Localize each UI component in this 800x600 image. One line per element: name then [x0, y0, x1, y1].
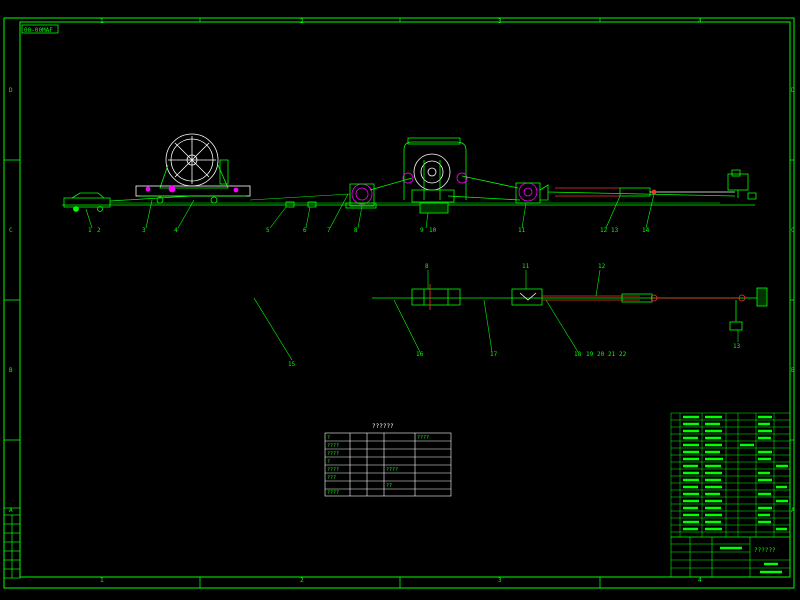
col-mark-bottom-2: 2	[300, 577, 304, 584]
row-mark-right-b: B	[791, 367, 795, 374]
revision-strip	[3, 507, 21, 579]
callout-3: 3	[142, 227, 146, 234]
row-mark-left-b: B	[9, 367, 13, 374]
row-mark-right-d: D	[791, 87, 795, 94]
outer-frame	[3, 17, 795, 589]
row-mark-left-d: D	[9, 87, 13, 94]
upper-callouts: 1 2 3 4 5 6 7 8 9 10 11 12 13 14	[88, 227, 650, 234]
inner-frame	[19, 21, 791, 578]
callout-6: 6	[303, 227, 307, 234]
lower-callout-16: 16	[416, 351, 424, 358]
lower-callout-13: 13	[733, 343, 741, 350]
lower-callout-12: 12	[598, 263, 606, 270]
row-mark-right-c: C	[791, 227, 795, 234]
zone-marks: 1 2 3 4 1 2 3 4 D C B A D C B A	[9, 18, 795, 584]
spec-r2-c0: ????	[327, 451, 339, 457]
lower-callout-11: 11	[522, 263, 530, 270]
callout-15: 15	[288, 361, 296, 368]
spec-r3-c0: ?	[327, 459, 330, 465]
lower-callout-21: 21	[608, 351, 616, 358]
callout-1: 1	[88, 227, 92, 234]
col-mark-bottom-1: 1	[100, 577, 104, 584]
row-mark-left-c: C	[9, 227, 13, 234]
title-block-name: ??????	[754, 547, 776, 554]
lower-callout-8: 8	[425, 263, 429, 270]
spec-r5-c0: ???	[327, 475, 336, 481]
spec-table-title: ??????	[372, 423, 394, 430]
lower-callout-18: 18	[574, 351, 582, 358]
spec-r6-c2: ??	[386, 483, 392, 489]
spec-r7-c0: ????	[327, 490, 339, 496]
lower-callout-20: 20	[597, 351, 605, 358]
callout-5: 5	[266, 227, 270, 234]
code-box	[21, 24, 59, 34]
callout-11: 11	[518, 227, 526, 234]
upper-leaders	[85, 193, 655, 229]
col-mark-bottom-3: 3	[498, 577, 502, 584]
lower-leaders	[253, 269, 739, 361]
spec-r0-c0: ?	[327, 435, 330, 441]
callout-8: 8	[354, 227, 358, 234]
col-mark-top-2: 2	[300, 18, 304, 25]
lower-assembly	[372, 284, 768, 331]
col-mark-bottom-4: 4	[698, 577, 702, 584]
callout-14: 14	[642, 227, 650, 234]
callout-2: 2	[97, 227, 101, 234]
lower-callout-17: 17	[490, 351, 498, 358]
spec-r0-c4: ????	[417, 435, 429, 441]
spec-r4-c0: ????	[327, 467, 339, 473]
col-mark-top-4: 4	[698, 18, 702, 25]
col-mark-top-3: 3	[498, 18, 502, 25]
spec-table-text: ? ???? ???? ???? ? ???? ???? ??? ?? ????	[327, 435, 429, 496]
code-box-label: 00-00MAF	[24, 27, 53, 34]
title-block-entries	[720, 546, 782, 574]
parts-list	[670, 412, 791, 538]
parts-list-entries	[683, 415, 788, 531]
lower-callout-22: 22	[619, 351, 627, 358]
upper-assembly	[62, 133, 757, 214]
callout-9: 9	[420, 227, 424, 234]
callout-4: 4	[174, 227, 178, 234]
callout-12: 12	[600, 227, 608, 234]
col-mark-top-1: 1	[100, 18, 104, 25]
spec-table	[324, 432, 452, 497]
callout-13: 13	[611, 227, 619, 234]
row-mark-right-a: A	[791, 507, 795, 514]
callout-10: 10	[429, 227, 437, 234]
spec-r1-c0: ????	[327, 443, 339, 449]
lower-callout-19: 19	[586, 351, 594, 358]
zone-ticks	[4, 18, 794, 588]
row-mark-left-a: A	[9, 507, 13, 514]
lower-callouts: 8 11 12 16 17 18 19 20 21 22 13 15	[288, 263, 741, 368]
spec-r4-c2: ????	[386, 467, 398, 473]
callout-7: 7	[327, 227, 331, 234]
title-block	[670, 536, 791, 578]
